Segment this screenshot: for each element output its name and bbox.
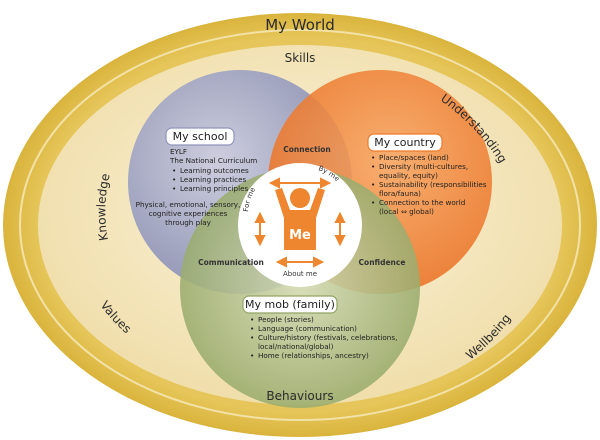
school-bullet: • <box>172 184 176 193</box>
me-figure-icon <box>275 188 325 250</box>
connection-label: Connection <box>283 145 331 154</box>
country-bullet: • <box>371 198 375 207</box>
family-bullet: • <box>250 351 254 360</box>
communication-label: Communication <box>198 258 264 267</box>
school-bullet-2: Learning practices <box>180 175 247 184</box>
school-bullet: • <box>172 166 176 175</box>
outer-ring-edge <box>19 29 581 421</box>
country-bullet: • <box>371 153 375 162</box>
country-title-box <box>367 133 443 152</box>
school-bullet-1: Learning outcomes <box>180 166 249 175</box>
confidence-label: Confidence <box>359 258 406 267</box>
family-title: My mob (family) <box>245 298 335 311</box>
skills-label: Skills <box>285 51 316 65</box>
family-bullet-3b: local/national/global) <box>258 342 334 351</box>
school-footer-2: cognitive experiences <box>149 209 228 218</box>
family-bullet-1: People (stories) <box>258 315 314 324</box>
school-footer-3: through play <box>165 218 211 227</box>
school-line-1: EYLF <box>170 147 187 156</box>
behaviours-label: Behaviours <box>266 389 333 403</box>
country-bullet-3b: flora/fauna) <box>379 189 421 198</box>
about-me-label: About me <box>283 270 317 278</box>
country-bullet: • <box>371 180 375 189</box>
school-bullet-3: Learning principles <box>180 184 248 193</box>
my-world-title: My World <box>265 16 335 34</box>
family-bullet-2: Language (communication) <box>258 324 357 333</box>
country-bullet-4a: Connection to the world <box>379 198 465 207</box>
family-title-box <box>242 295 338 314</box>
country-bullet-2a: Diversity (multi-cultures, <box>379 162 468 171</box>
school-footer-1: Physical, emotional, sensory, <box>136 200 241 209</box>
school-line-2: The National Curriculum <box>169 156 257 165</box>
country-bullet: • <box>371 162 375 171</box>
family-bullet: • <box>250 324 254 333</box>
country-bullet-1: Place/spaces (land) <box>379 153 449 162</box>
country-bullet-2b: equality, equity) <box>379 171 438 180</box>
family-bullet: • <box>250 315 254 324</box>
school-title-box <box>165 127 235 146</box>
country-bullet-4b: (local ⇔ global) <box>379 207 434 216</box>
country-title: My country <box>374 136 436 149</box>
me-label: Me <box>289 228 311 243</box>
family-bullet-3a: Culture/history (festivals, celebrations… <box>258 333 397 342</box>
family-bullet-4: Home (relationships, ancestry) <box>258 351 369 360</box>
school-bullet: • <box>172 175 176 184</box>
country-bullet-3a: Sustainability (responsibilities <box>379 180 487 189</box>
family-bullet: • <box>250 333 254 342</box>
knowledge-label: Knowledge <box>94 172 112 242</box>
school-title: My school <box>173 130 228 143</box>
cycle-arrows <box>254 177 346 268</box>
